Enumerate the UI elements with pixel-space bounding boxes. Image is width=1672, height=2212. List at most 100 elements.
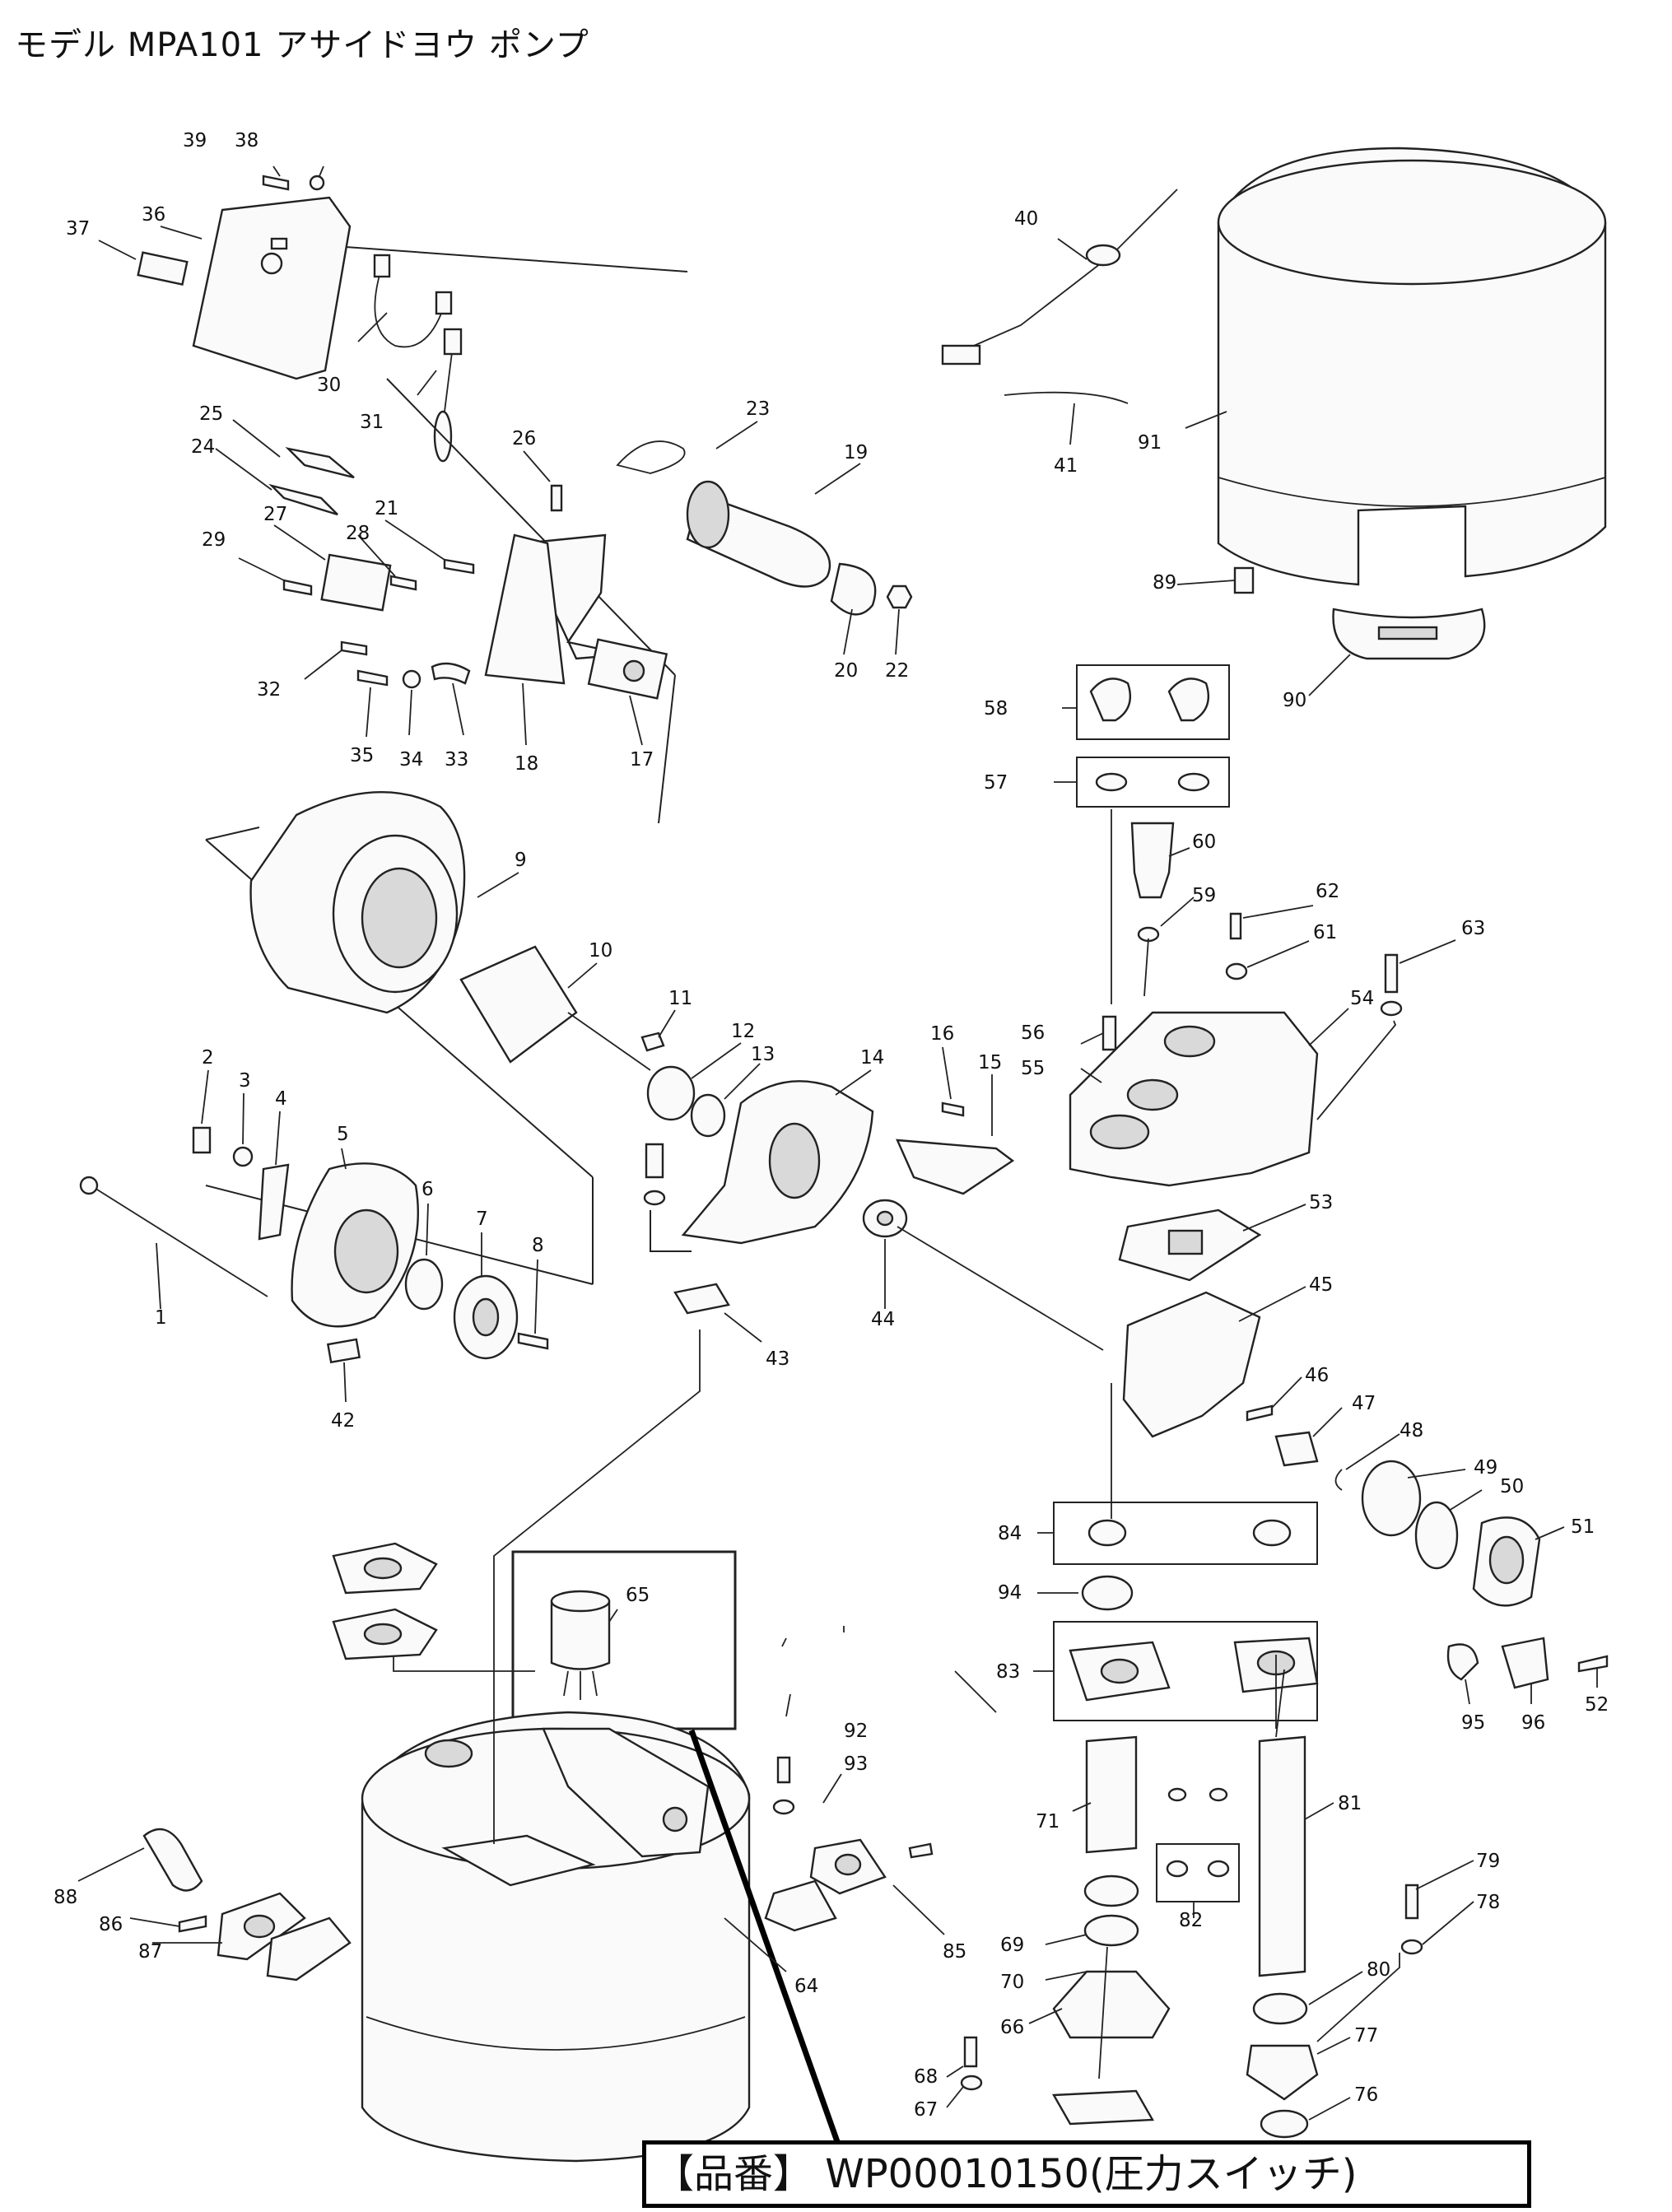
label-part-89: 89	[1153, 572, 1176, 594]
part-93-washer	[772, 1799, 795, 1815]
label-part-34: 34	[399, 749, 423, 771]
part-70-seal	[1083, 1914, 1139, 1947]
label-part-31: 31	[360, 412, 384, 433]
label-part-16: 16	[930, 1023, 954, 1045]
part-48-ring	[1334, 1469, 1343, 1491]
part-82-washer	[1166, 1860, 1189, 1878]
valve-group	[1069, 664, 1609, 1689]
part-62-screw	[1229, 912, 1242, 940]
label-part-42: 42	[331, 1410, 355, 1432]
part-56-nipple	[1101, 1015, 1117, 1051]
label-part-5: 5	[337, 1124, 349, 1145]
part-28-screw	[389, 575, 417, 591]
label-part-45: 45	[1309, 1274, 1333, 1296]
part-45-housing	[1122, 1291, 1261, 1438]
part-11-key	[640, 1031, 665, 1052]
label-part-46: 46	[1305, 1365, 1329, 1386]
part-2-screw	[192, 1126, 212, 1154]
label-part-22: 22	[885, 660, 909, 682]
part-6-bearing	[404, 1258, 444, 1311]
label-part-47: 47	[1352, 1393, 1376, 1414]
part-52-screw	[1577, 1655, 1609, 1673]
label-part-64: 64	[794, 1976, 818, 1997]
label-part-24: 24	[191, 436, 215, 458]
part-79-screw	[1404, 1884, 1419, 1920]
part-41-wire	[1004, 391, 1129, 404]
part-3-washer	[232, 1146, 254, 1167]
part-21-screw	[443, 558, 475, 575]
label-part-62: 62	[1316, 881, 1339, 902]
part-89-clip	[1233, 566, 1255, 594]
label-part-32: 32	[257, 679, 281, 701]
label-part-6: 6	[421, 1179, 434, 1200]
label-part-58: 58	[984, 698, 1008, 719]
label-part-40: 40	[1014, 208, 1038, 230]
part-60-nozzle	[1130, 822, 1175, 899]
label-part-55: 55	[1021, 1058, 1045, 1079]
label-part-83: 83	[996, 1661, 1020, 1683]
part-8-screw	[517, 1332, 549, 1350]
part-40-cord	[954, 189, 1178, 355]
label-part-69: 69	[1000, 1935, 1024, 1956]
capacitor-group	[616, 440, 913, 616]
part-42-pad	[326, 1338, 361, 1364]
label-part-56: 56	[1021, 1022, 1045, 1044]
part-58-valve	[1089, 678, 1132, 722]
part-36-cover	[192, 196, 352, 380]
label-part-88: 88	[54, 1887, 77, 1908]
label-part-93: 93	[844, 1753, 868, 1775]
label-part-65: 65	[626, 1585, 650, 1606]
label-part-80: 80	[1367, 1959, 1390, 1981]
label-part-9: 9	[515, 850, 527, 871]
part-80-seal	[1252, 1992, 1308, 2025]
label-part-30: 30	[317, 375, 341, 396]
label-part-51: 51	[1571, 1516, 1595, 1538]
label-part-28: 28	[346, 523, 370, 544]
cover-group	[941, 147, 1607, 660]
part-88-plug	[142, 1828, 203, 1892]
label-part-19: 19	[844, 442, 868, 463]
part-76-seal	[1260, 2109, 1309, 2139]
label-part-25: 25	[199, 403, 223, 425]
part-68-screw	[963, 2036, 978, 2068]
part-50-oring	[1414, 1501, 1459, 1570]
part-12-bearing	[646, 1065, 696, 1121]
pipe-group	[960, 1502, 1423, 2139]
part-30-cable	[374, 263, 445, 348]
label-part-63: 63	[1461, 918, 1485, 939]
part-35-screw	[356, 669, 389, 687]
label-part-4: 4	[275, 1088, 287, 1110]
part-22-nut	[886, 584, 913, 609]
label-part-43: 43	[766, 1348, 789, 1370]
caption-leader	[688, 1729, 843, 2150]
part-78-washer	[1400, 1939, 1423, 1955]
label-part-27: 27	[263, 504, 287, 525]
label-part-68: 68	[914, 2066, 938, 2088]
part-39	[262, 175, 290, 191]
diagram-title: モデル MPA101 アサイドヨウ ポンプ	[15, 26, 589, 64]
part-1-rod	[90, 1185, 268, 1297]
label-part-11: 11	[668, 988, 692, 1009]
label-part-67: 67	[914, 2099, 938, 2121]
label-part-96: 96	[1521, 1712, 1545, 1734]
label-part-39: 39	[183, 130, 207, 151]
label-part-50: 50	[1500, 1476, 1524, 1497]
part-38	[309, 175, 325, 191]
label-part-38: 38	[235, 130, 258, 151]
label-part-81: 81	[1338, 1793, 1362, 1814]
label-part-13: 13	[751, 1044, 775, 1065]
label-part-18: 18	[515, 753, 538, 775]
label-part-12: 12	[731, 1021, 755, 1042]
motor-group	[205, 791, 726, 1285]
part-96-switch	[1501, 1637, 1549, 1689]
part-34-washer	[402, 669, 421, 689]
label-part-23: 23	[746, 398, 770, 420]
part-63-screw	[1384, 953, 1399, 994]
label-part-57: 57	[984, 772, 1008, 794]
end-bracket-group	[79, 1126, 549, 1364]
label-part-41: 41	[1054, 455, 1078, 477]
part-27-switch	[320, 553, 392, 612]
part-25	[285, 447, 355, 479]
label-part-15: 15	[978, 1052, 1002, 1073]
label-part-59: 59	[1192, 885, 1216, 906]
